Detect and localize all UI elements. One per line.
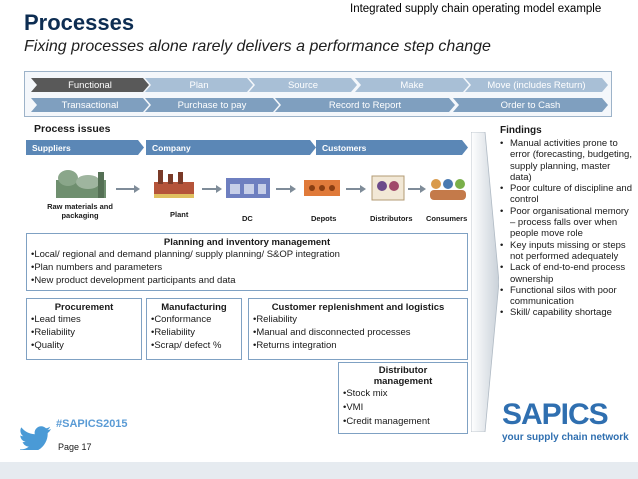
stage-customers: Customers xyxy=(316,140,468,155)
process-map: Functional Plan Source Make Move (includ… xyxy=(24,71,612,117)
finding-item: Poor organisational memory – process fal… xyxy=(498,206,634,240)
distributor-title: Distributor management xyxy=(373,365,433,387)
process-order-to-cash: Order to Cash xyxy=(453,98,608,112)
process-plan: Plan xyxy=(145,78,253,92)
raw-materials-icon xyxy=(56,170,106,198)
manufacturing-line: •Reliability xyxy=(151,327,195,338)
process-move: Move (includes Return) xyxy=(465,78,608,92)
process-issues-label: Process issues xyxy=(34,123,111,135)
manufacturing-title: Manufacturing xyxy=(161,302,227,313)
process-make: Make xyxy=(355,78,469,92)
label-raw-materials: Raw materials and packaging xyxy=(47,202,113,220)
label-dc: DC xyxy=(242,214,253,223)
manufacturing-line: •Conformance xyxy=(151,314,212,325)
stage-company: Company xyxy=(146,140,316,155)
finding-item: Functional silos with poor communication xyxy=(498,285,634,308)
process-purchase-to-pay: Purchase to pay xyxy=(145,98,279,112)
procurement-line: •Lead times xyxy=(31,314,81,325)
label-distributors: Distributors xyxy=(370,214,413,223)
page-number: Page 17 xyxy=(58,442,92,452)
distributor-line: •Stock mix xyxy=(343,388,388,399)
stage-suppliers: Suppliers xyxy=(26,140,144,155)
planning-box: Planning and inventory management •Local… xyxy=(26,233,468,291)
process-source: Source xyxy=(249,78,357,92)
supply-chain-flow xyxy=(56,170,466,201)
finding-item: Manual activities prone to error (foreca… xyxy=(498,138,634,183)
process-functional: Functional xyxy=(31,78,149,92)
distributor-line: •Credit management xyxy=(343,416,430,427)
findings-list: Manual activities prone to error (foreca… xyxy=(498,138,634,319)
event-hashtag: #SAPICS2015 xyxy=(56,418,128,430)
procurement-line: •Reliability xyxy=(31,327,75,338)
twitter-bird-icon xyxy=(20,426,51,450)
presentation-tag: Integrated supply chain operating model … xyxy=(350,3,602,15)
planning-line: •Local/ regional and demand planning/ su… xyxy=(31,249,340,260)
plant-icon xyxy=(154,170,194,198)
findings-title: Findings xyxy=(500,125,542,136)
process-record-to-report: Record to Report xyxy=(275,98,455,112)
distributor-line: •VMI xyxy=(343,402,364,413)
replenishment-line: •Reliability xyxy=(253,314,297,325)
manufacturing-line: •Scrap/ defect % xyxy=(151,340,222,351)
dc-icon xyxy=(226,178,270,198)
procurement-line: •Quality xyxy=(31,340,64,351)
finding-item: Skill/ capability shortage xyxy=(498,307,634,319)
depots-icon xyxy=(304,180,340,196)
procurement-box: Procurement •Lead times •Reliability •Qu… xyxy=(26,298,142,360)
distributors-icon xyxy=(371,175,405,201)
finding-item: Lack of end-to-end process ownership xyxy=(498,262,634,285)
sapics-tagline: your supply chain network xyxy=(502,432,629,443)
label-depots: Depots xyxy=(311,214,337,223)
planning-line: •Plan numbers and parameters xyxy=(31,262,163,273)
planning-line: •New product development participants an… xyxy=(31,275,236,286)
procurement-title: Procurement xyxy=(54,302,114,313)
consumers-icon xyxy=(430,179,466,200)
sapics-logo: SAPICS xyxy=(502,398,609,431)
findings-arrow-icon xyxy=(471,132,499,432)
replenishment-line: •Manual and disconnected processes xyxy=(253,327,411,338)
replenishment-line: •Returns integration xyxy=(253,340,337,351)
footer-band xyxy=(0,462,638,479)
page-subtitle: Fixing processes alone rarely delivers a… xyxy=(24,38,491,55)
label-plant: Plant xyxy=(170,210,189,219)
manufacturing-box: Manufacturing •Conformance •Reliability … xyxy=(146,298,242,360)
page-title: Processes xyxy=(24,10,135,35)
finding-item: Poor culture of discipline and control xyxy=(498,183,634,206)
planning-title: Planning and inventory management xyxy=(163,237,331,248)
distributor-box: Distributor management •Stock mix •VMI •… xyxy=(338,362,468,434)
label-consumers: Consumers xyxy=(426,214,468,223)
replenishment-box: Customer replenishment and logistics •Re… xyxy=(248,298,468,360)
process-transactional: Transactional xyxy=(31,98,149,112)
replenishment-title: Customer replenishment and logistics xyxy=(271,302,445,313)
finding-item: Key inputs missing or steps not performe… xyxy=(498,240,634,263)
